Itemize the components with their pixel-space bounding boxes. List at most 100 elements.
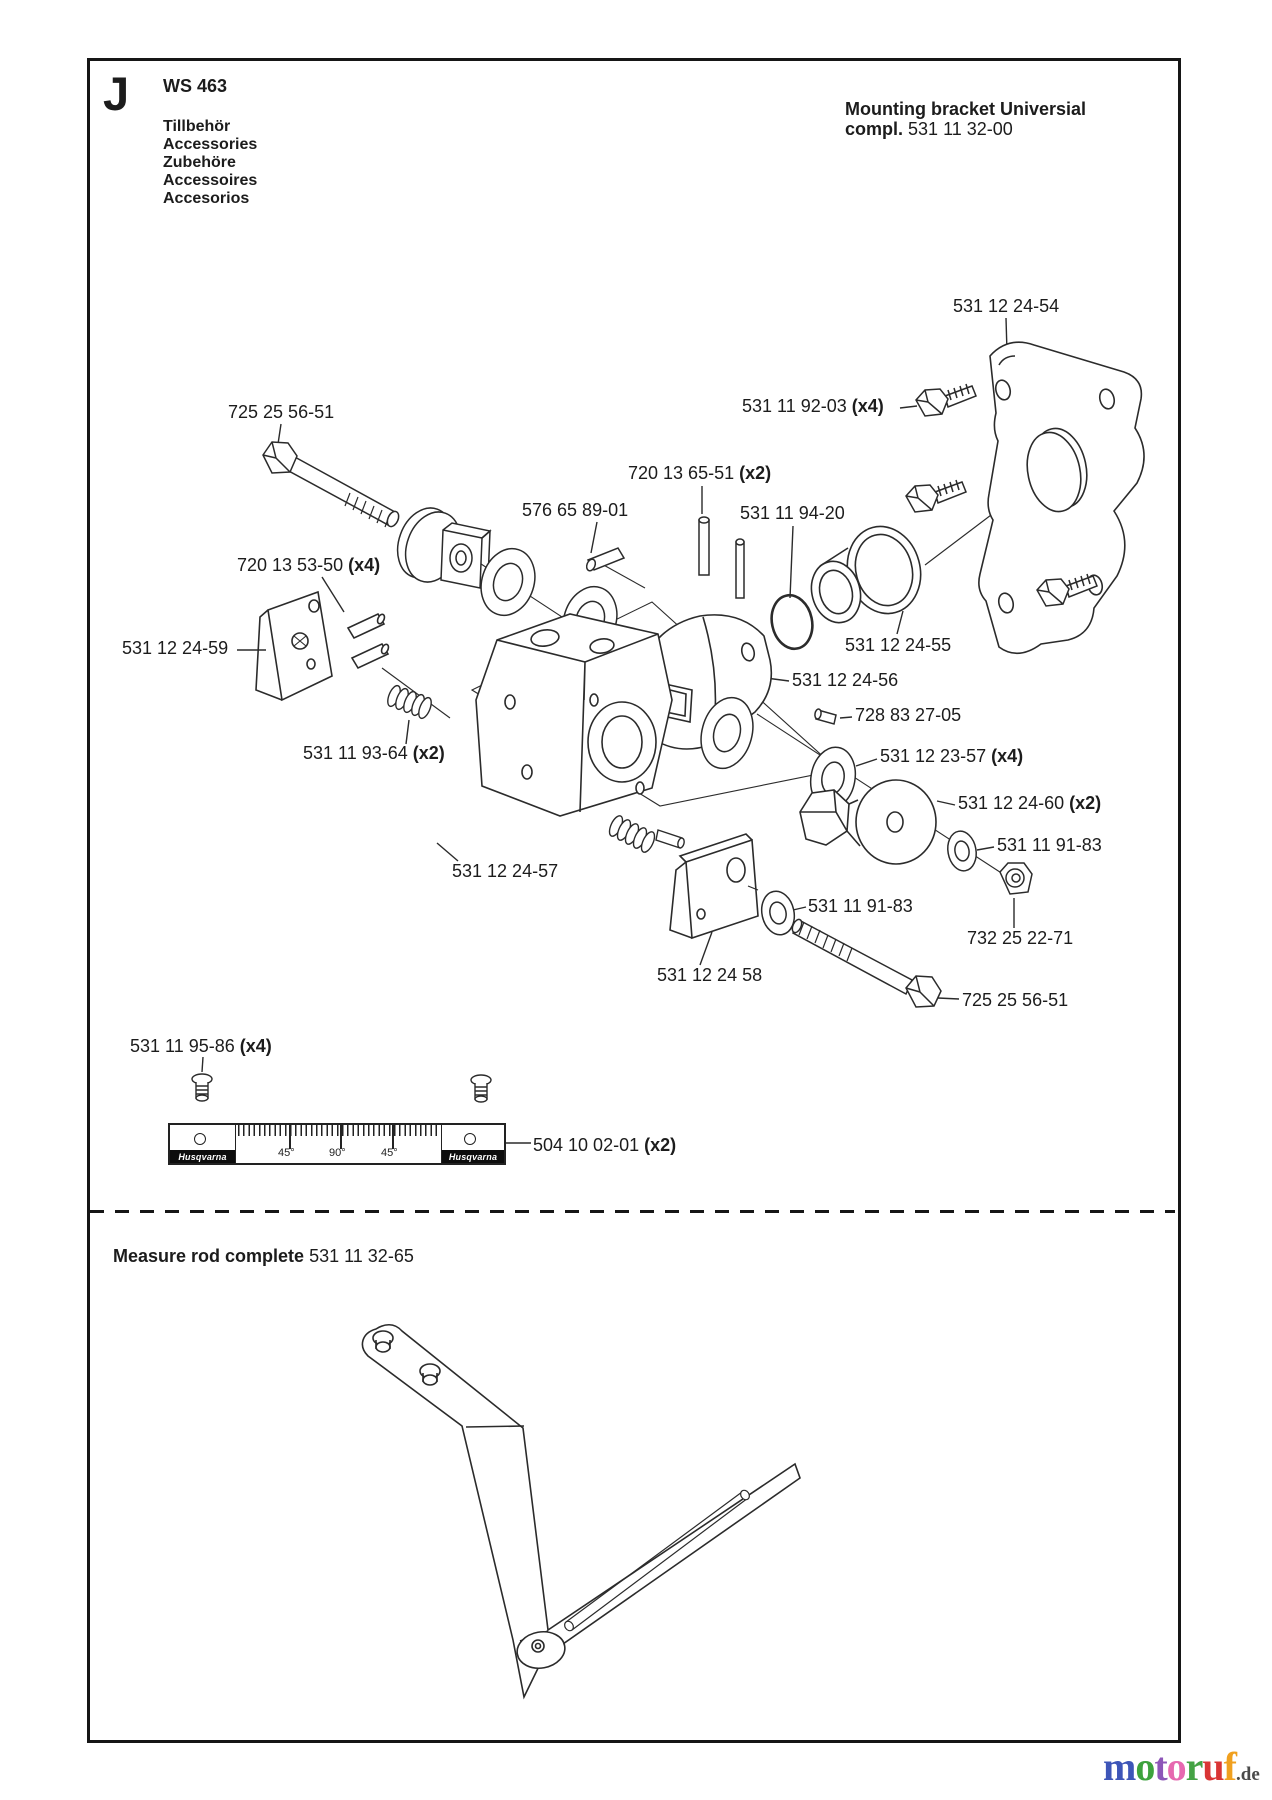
callout-725-top: 725 25 56-51: [228, 402, 334, 423]
part-pin-576: [585, 548, 624, 572]
logo-suffix: .de: [1236, 1764, 1260, 1785]
part-plate-2458: [670, 834, 758, 938]
part-number: 531 11 95-86: [130, 1036, 235, 1056]
callout-576: 576 65 89-01: [522, 500, 628, 521]
callout-504: 504 10 02-01 (x2): [533, 1135, 676, 1156]
part-oring: [767, 591, 817, 652]
lang-en: Accessories: [163, 136, 258, 153]
part-number: 531 11 93-64: [303, 743, 408, 763]
part-number: 720 13 53-50: [237, 555, 344, 575]
callout-2456: 531 12 24-56: [792, 670, 898, 691]
callout-1223: 531 12 23-57 (x4): [880, 746, 1023, 767]
ruler-label-45-left: 45°: [278, 1147, 295, 1159]
callout-725-bottom: 725 25 56-51: [962, 990, 1068, 1011]
callout-2454: 531 12 24-54: [953, 296, 1059, 317]
ruler-tick-45-right: [392, 1125, 394, 1149]
logo-letter: r: [1185, 1744, 1204, 1789]
callout-1194: 531 11 94-20: [740, 503, 845, 524]
part-washer-1191b: [758, 888, 798, 938]
callout-9203: 531 11 92-03 (x4): [742, 396, 884, 417]
part-mounting-flange: [979, 342, 1144, 653]
angle-ruler-part: Husqvarna 45° 90° 45° Husqvarna: [168, 1123, 506, 1165]
part-number: 531 11 91-83: [997, 835, 1102, 855]
leader-lines: [202, 318, 1014, 1143]
ruler-right-panel: Husqvarna: [442, 1125, 504, 1163]
part-pin-728: [814, 709, 836, 724]
callout-1191a: 531 11 91-83: [997, 835, 1102, 856]
callout-2455: 531 12 24-55: [845, 635, 951, 656]
callout-728: 728 83 27-05: [855, 705, 961, 726]
lang-fr: Accessoires: [163, 172, 258, 189]
part-number: 725 25 56-51: [228, 402, 335, 422]
part-flange-bolts: [906, 384, 1097, 606]
part-spring-2: [607, 814, 685, 854]
dashed-section-divider: [90, 1210, 1175, 1213]
part-block-2457: [476, 614, 672, 816]
ruler-left-panel: Husqvarna: [170, 1125, 235, 1163]
part-bolt-top: [263, 442, 401, 528]
measure-rod-title: Measure rod complete 531 11 32-65: [113, 1246, 414, 1267]
part-number: 576 65 89-01: [522, 500, 629, 520]
logo-letter: o: [1135, 1744, 1155, 1789]
callout-2457: 531 12 24-57: [452, 861, 558, 882]
assembly-name: Mounting bracket Universial: [845, 99, 1087, 119]
ruler-label-90: 90°: [329, 1147, 346, 1159]
section-letter: J: [103, 67, 130, 120]
logo-letter: m: [1103, 1744, 1136, 1789]
assembly-number: 531 11 32-00: [908, 119, 1013, 139]
part-spring-1: [385, 684, 434, 720]
model-name: WS 463: [163, 76, 228, 96]
part-number: 531 12 24-54: [953, 296, 1060, 316]
measure-rod-number: 531 11 32-65: [309, 1246, 414, 1266]
lang-sv: Tillbehör: [163, 118, 231, 135]
ruler-tick-90: [340, 1125, 342, 1149]
husqvarna-logo-left: Husqvarna: [170, 1150, 235, 1163]
ruler-scale: 45° 90° 45°: [235, 1125, 442, 1163]
ruler-ticks: [238, 1125, 439, 1136]
callout-1365: 720 13 65-51 (x2): [628, 463, 771, 484]
callout-732: 732 25 22-71: [967, 928, 1073, 949]
assembly-title: Mounting bracket Universial compl. 531 1…: [845, 99, 1086, 139]
lang-es: Accesorios: [163, 190, 250, 207]
part-washers-1223: [694, 692, 861, 813]
logo-letter: f: [1223, 1744, 1237, 1789]
part-qty: (x4): [851, 396, 884, 416]
part-number: 531 11 94-20: [740, 503, 845, 523]
page-border: [87, 58, 1181, 1743]
ruler-hole-right: [464, 1133, 476, 1145]
part-number: 531 12 24-59: [122, 638, 229, 658]
part-plate-2459: [256, 592, 390, 700]
logo-letter: o: [1166, 1744, 1187, 1789]
part-ruler-screws: [192, 1074, 491, 1102]
callout-2460: 531 12 24-60 (x2): [958, 793, 1101, 814]
part-number: 531 11 92-03: [742, 396, 847, 416]
part-number: 531 12 24-60: [958, 793, 1065, 813]
logo-letter: t: [1154, 1744, 1167, 1789]
callout-1191b: 531 11 91-83: [808, 896, 913, 917]
part-qty: (x2): [739, 463, 772, 483]
callout-1195: 531 11 95-86 (x4): [130, 1036, 272, 1057]
part-disc-2460: [800, 780, 936, 864]
callout-1353: 720 13 53-50 (x4): [237, 555, 380, 576]
callout-2458: 531 12 24 58: [657, 965, 762, 986]
part-qty: (x4): [348, 555, 381, 575]
logo-letter: u: [1202, 1744, 1224, 1789]
part-bolt-bottom: [790, 918, 941, 1007]
part-qty: (x2): [644, 1135, 677, 1155]
callout-2459: 531 12 24-59: [122, 638, 228, 659]
part-number: 531 12 24-56: [792, 670, 899, 690]
part-bushing: [805, 518, 930, 628]
part-nut-732: [1000, 863, 1032, 894]
part-number: 531 12 24 58: [657, 965, 763, 985]
part-number: 531 12 24-55: [845, 635, 952, 655]
part-number: 725 25 56-51: [962, 990, 1069, 1010]
motoruf-logo: motoruf.de: [1103, 1743, 1260, 1790]
part-measure-rod: [362, 1325, 800, 1697]
part-qty: (x2): [412, 743, 445, 763]
part-qty: (x4): [239, 1036, 272, 1056]
part-qty: (x2): [1069, 793, 1102, 813]
lang-de: Zubehöre: [163, 154, 236, 171]
language-titles: Tillbehör Accessories Zubehöre Accessoir…: [163, 118, 257, 208]
part-washer-a: [473, 542, 543, 623]
